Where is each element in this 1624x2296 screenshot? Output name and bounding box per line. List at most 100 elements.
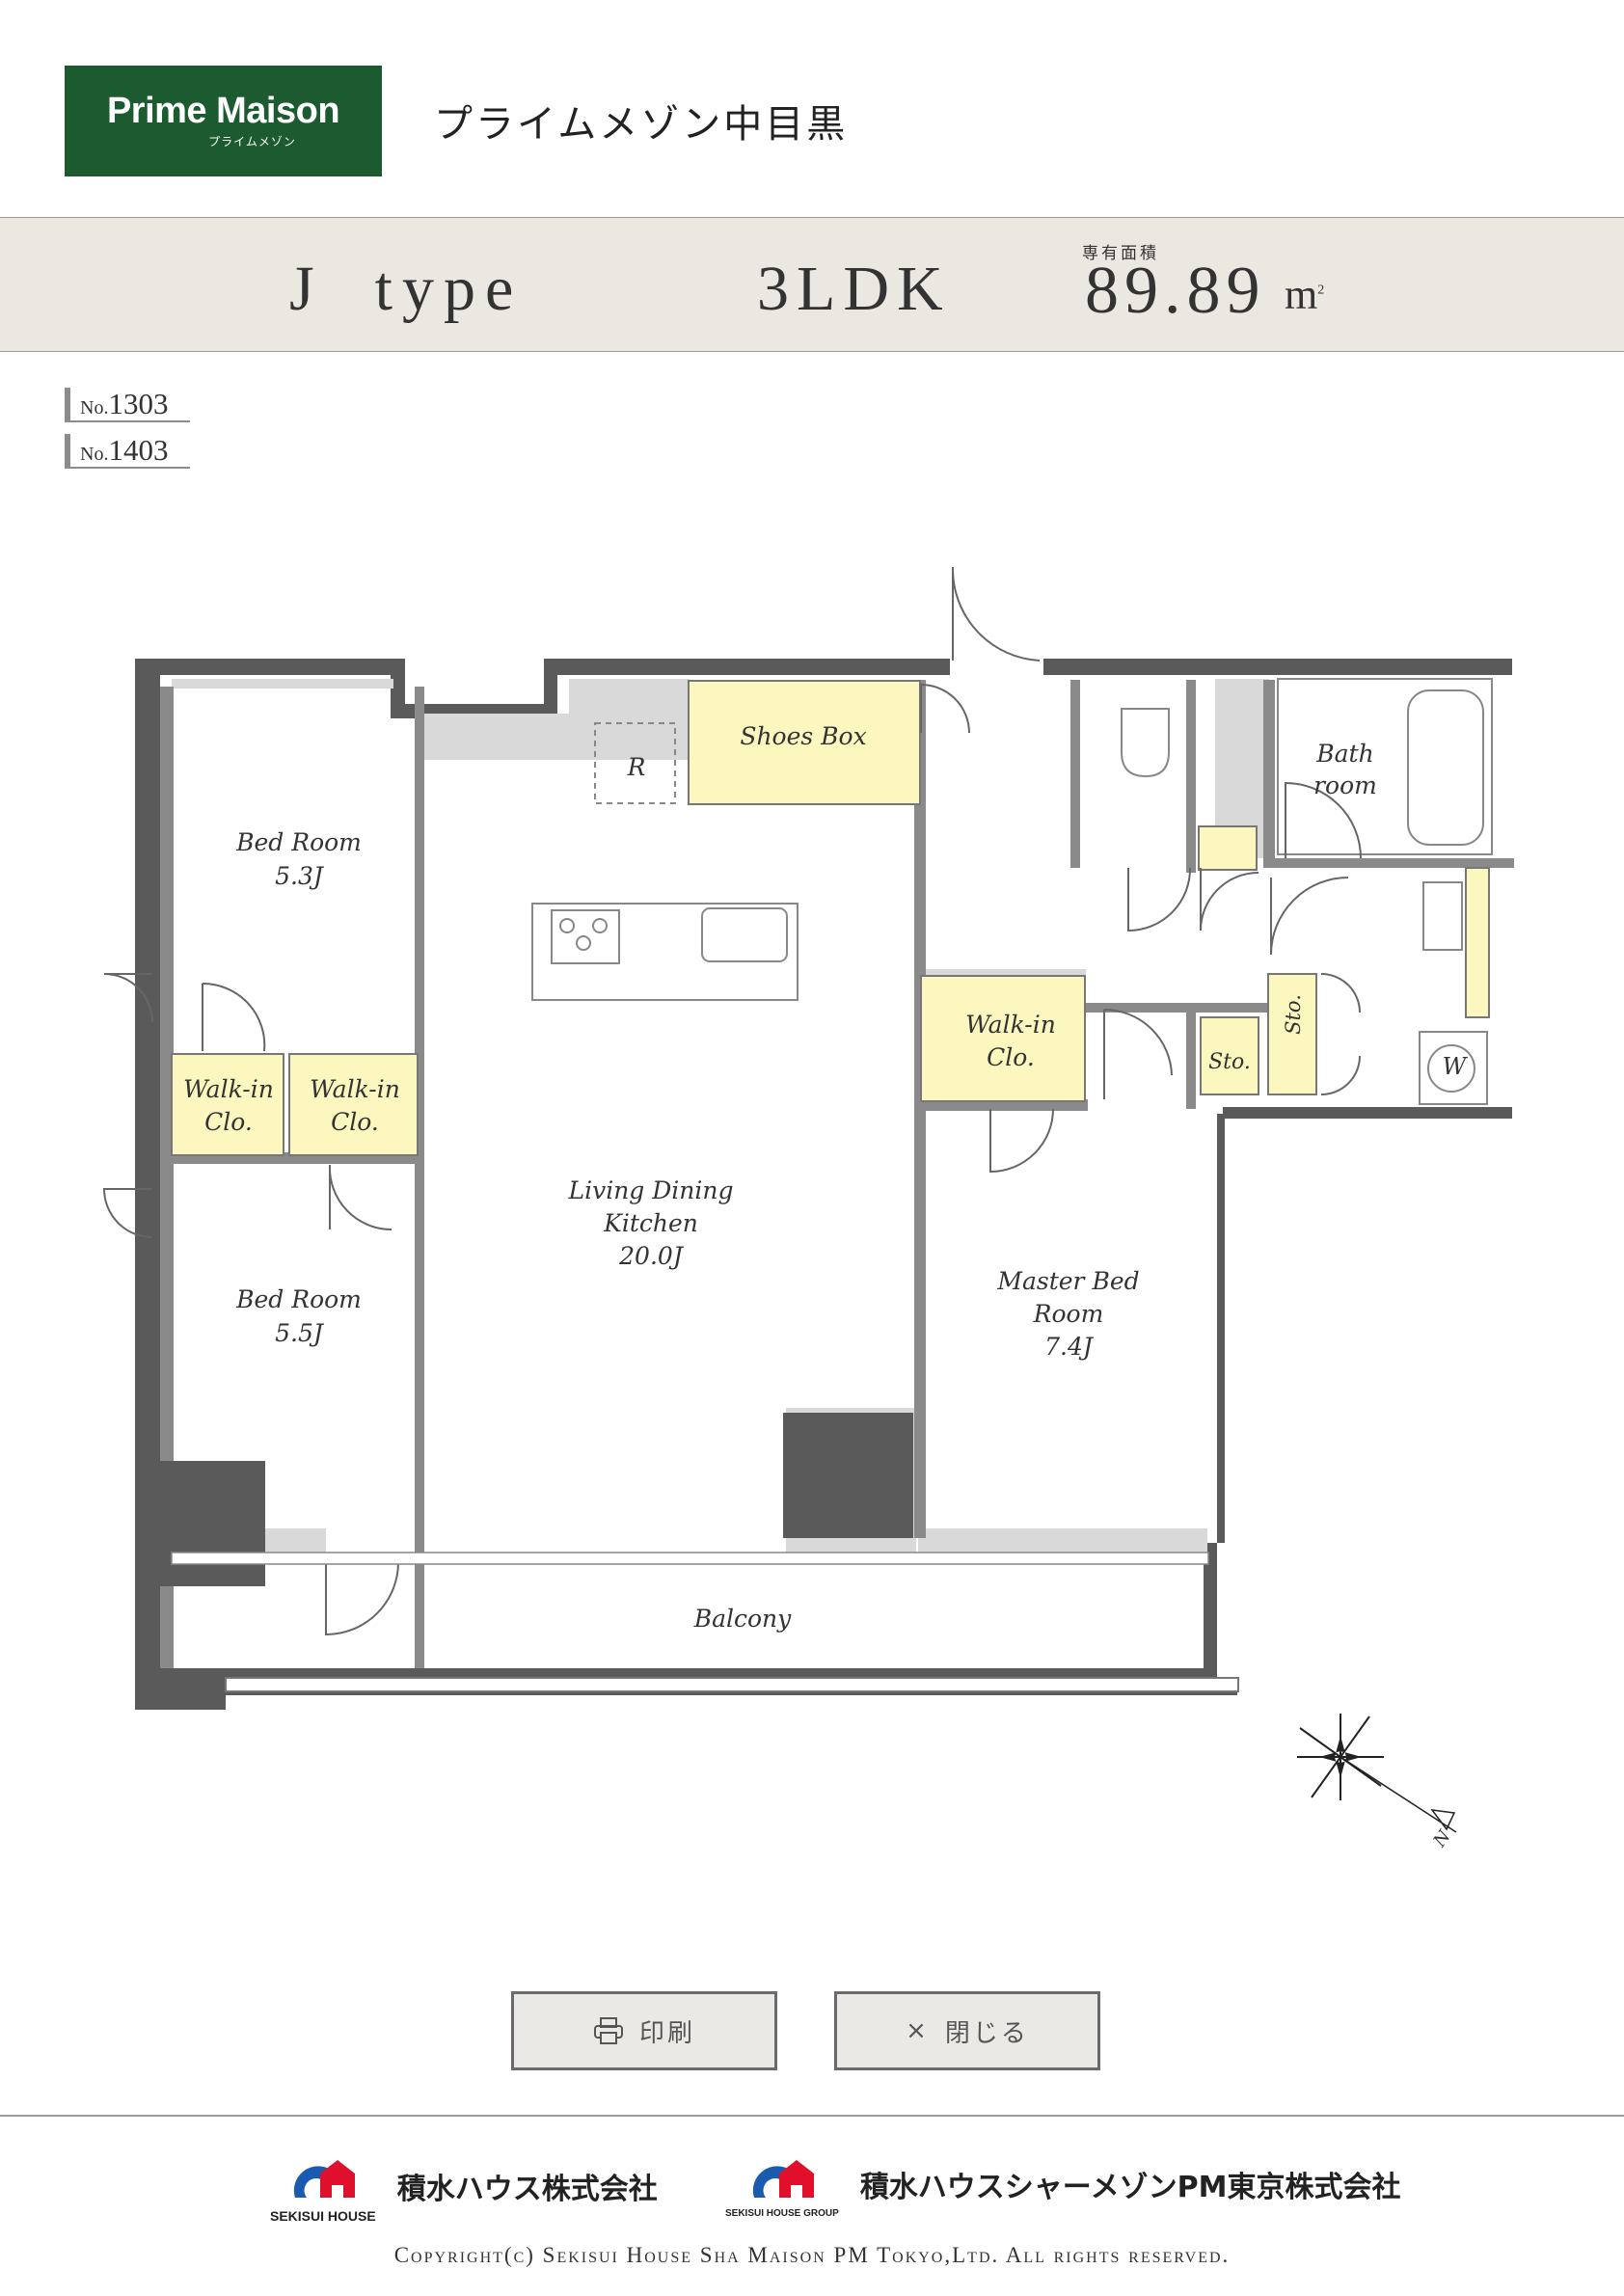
wall <box>415 687 424 1668</box>
room-name-ldk: Kitchen <box>603 1209 698 1237</box>
company-1: SEKISUI HOUSE 積水ハウス株式会社 <box>270 2148 658 2224</box>
wall <box>1263 858 1514 868</box>
room-size-master: 7.4J <box>1044 1333 1095 1361</box>
room-size-bedroom: 5.3J <box>275 862 325 890</box>
property-name: プライムメゾン中目黒 <box>434 102 849 147</box>
walk-in-closet <box>920 975 1086 1102</box>
balcony-label: Balcony <box>693 1605 792 1633</box>
company-name: 積水ハウスシャーメゾンPM東京株式会社 <box>859 2170 1401 2204</box>
area-value: 89.89 <box>1085 254 1266 328</box>
burner <box>592 918 608 933</box>
closet-label: Clo. <box>331 1108 379 1136</box>
window-sill <box>171 1552 1209 1565</box>
footer-divider <box>0 2115 1624 2117</box>
compass-icon <box>1297 1714 1457 1833</box>
unit-number-value: 1303 <box>108 387 169 420</box>
fixtures <box>531 678 1493 1105</box>
burner <box>576 935 591 951</box>
refrigerator-label: R <box>627 753 646 781</box>
unit-number-tag: No.1403 <box>65 434 190 469</box>
wall-band <box>420 714 689 760</box>
stove <box>551 909 620 964</box>
sekisui-logo-text: SEKISUI HOUSE <box>270 2208 376 2224</box>
wall <box>160 687 174 1668</box>
closet-label: Walk-in <box>965 1011 1056 1039</box>
room-name-bedroom: Bed Room <box>235 1285 362 1313</box>
brand-name: Prime Maison <box>106 91 340 131</box>
wash-basin <box>1422 881 1463 951</box>
area-unit-sup: 2 <box>1317 283 1325 298</box>
walk-in-closet <box>288 1053 419 1156</box>
company-name: 積水ハウス株式会社 <box>396 2173 658 2206</box>
print-button-label: 印刷 <box>638 2018 695 2048</box>
entrance-door <box>951 566 1041 662</box>
kitchen-island <box>531 903 798 1001</box>
window-door <box>103 973 153 1023</box>
print-button[interactable]: 印刷 <box>511 1991 777 2070</box>
room-name-bedroom: Bed Room <box>235 828 362 856</box>
storage <box>1200 1016 1259 1095</box>
bath-label: Bath <box>1315 740 1373 768</box>
room-name-master: Room <box>1033 1300 1104 1328</box>
close-button-label: 閉じる <box>944 2018 1029 2048</box>
closet-label: Walk-in <box>183 1075 274 1103</box>
room-size-ldk: 20.0J <box>618 1242 685 1270</box>
area-unit: m2 <box>1285 270 1324 319</box>
wall <box>1080 1003 1268 1013</box>
burner <box>559 918 575 933</box>
refrigerator-space <box>594 722 676 804</box>
unit-layout: 3LDK <box>757 254 951 324</box>
closet-label: Walk-in <box>310 1075 400 1103</box>
close-icon: × <box>906 2016 930 2045</box>
unit-type-name: J type <box>289 254 524 324</box>
pillar <box>135 1461 265 1586</box>
sekisui-house-group-icon <box>752 2160 814 2198</box>
bathtub <box>1407 689 1484 846</box>
balcony-door <box>325 1561 399 1636</box>
bath-label: room <box>1313 771 1377 799</box>
storage-door <box>1103 1009 1173 1099</box>
wall <box>1070 680 1080 868</box>
closet-door <box>328 1164 392 1231</box>
room-labels: Bed Room 5.3J Bed Room 5.5J Walk-in Clo.… <box>183 722 1469 1851</box>
wall-band <box>569 679 690 717</box>
storage-label: Sto. <box>1208 1050 1251 1074</box>
type-band <box>0 217 1624 352</box>
pillar <box>783 1413 913 1538</box>
sekisui-group-logo: SEKISUI HOUSE GROUP <box>725 2148 839 2219</box>
close-button[interactable]: × 閉じる <box>834 1991 1100 2070</box>
area-label: 専有面積 <box>1082 244 1159 263</box>
unit-number-prefix: No. <box>80 444 109 465</box>
room-name-ldk: Living Dining <box>567 1176 733 1204</box>
doors <box>102 566 1362 1636</box>
area-unit-base: m <box>1285 271 1318 318</box>
brand-subtitle: プライムメゾン <box>208 135 296 149</box>
storage <box>1465 867 1490 1018</box>
wall-band <box>918 1528 1207 1553</box>
washer-space <box>1419 1031 1488 1105</box>
closets <box>171 680 1490 1156</box>
sekisui-group-logo-text: SEKISUI HOUSE GROUP <box>725 2208 839 2219</box>
wall <box>1186 680 1196 873</box>
washroom-door <box>1270 877 1349 956</box>
washer-drum <box>1427 1044 1475 1093</box>
unit-number-tag: No.1303 <box>65 388 190 422</box>
sink <box>701 907 788 962</box>
printer-icon <box>593 2017 623 2044</box>
closet-door <box>989 1108 1054 1174</box>
bathroom-box <box>1277 678 1493 855</box>
window-door <box>102 1188 153 1238</box>
storage-door <box>1320 973 1361 1095</box>
storage-label: Sto. <box>1282 994 1305 1035</box>
copyright-text: Copyright(c) Sekisui House Sha Maison PM… <box>393 2243 1231 2267</box>
wall <box>1186 1003 1196 1109</box>
toilet <box>1121 708 1170 778</box>
brand-logo[interactable]: Prime Maison プライムメゾン <box>65 66 382 176</box>
room-name-master: Master Bed <box>996 1267 1139 1295</box>
storage <box>1198 825 1258 871</box>
sekisui-house-icon <box>293 2160 355 2198</box>
balcony-railing <box>225 1677 1239 1692</box>
room-size-bedroom: 5.5J <box>275 1319 325 1347</box>
closet-door <box>202 982 266 1052</box>
